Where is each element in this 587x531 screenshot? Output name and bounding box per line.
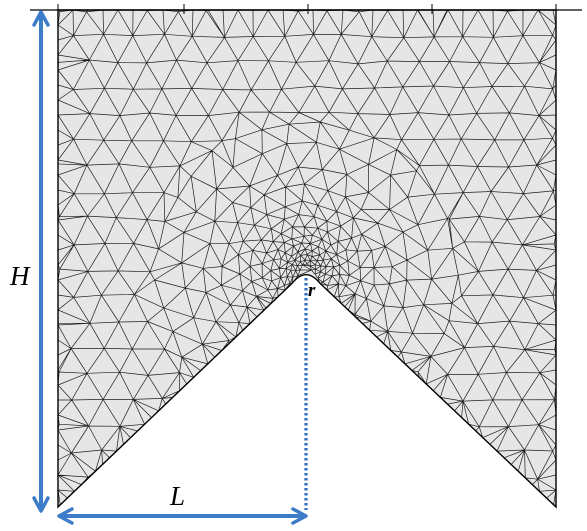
length-arrow-head-right xyxy=(291,507,308,525)
height-arrow-head-bottom xyxy=(32,496,50,513)
height-label: H xyxy=(10,261,30,291)
domain-outline xyxy=(57,9,557,509)
height-arrow-head-top xyxy=(32,10,50,27)
mesh-fill xyxy=(58,10,556,507)
radius-label: r xyxy=(308,280,316,301)
length-dimension-arrow xyxy=(57,507,308,525)
triangular-mesh xyxy=(58,10,556,507)
mesh-edges xyxy=(58,10,556,506)
length-arrow-head-left xyxy=(57,507,74,525)
length-label: L xyxy=(170,481,186,511)
height-dimension-arrow xyxy=(32,10,50,513)
